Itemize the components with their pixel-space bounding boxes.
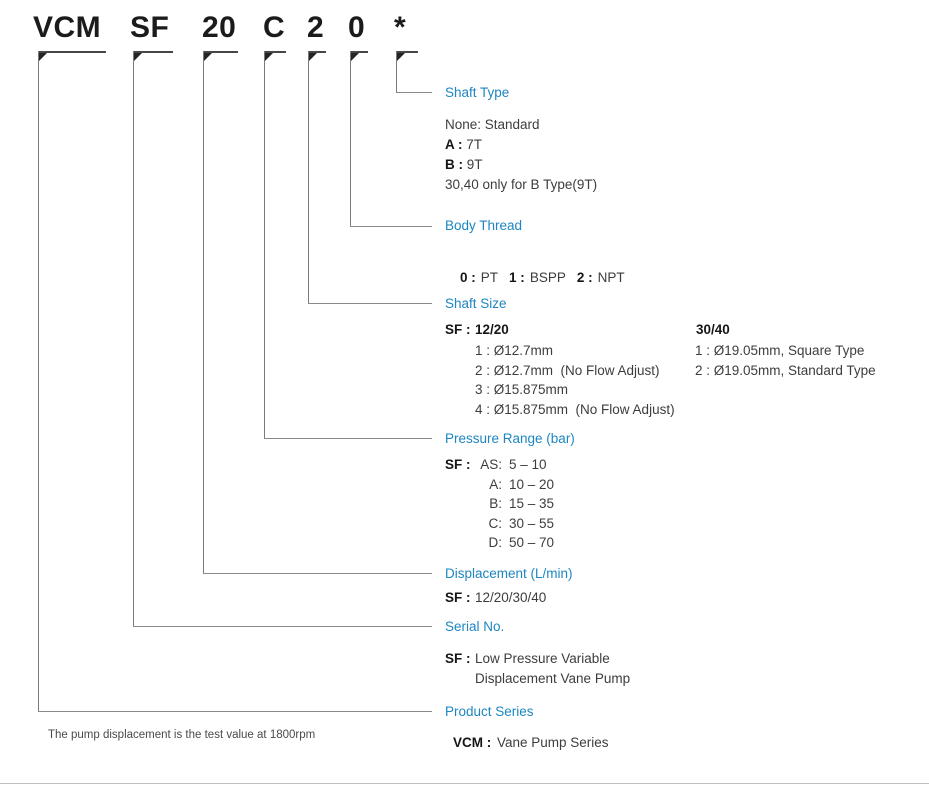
- displacement-series-key: SF :: [445, 590, 471, 605]
- option-key: 1 :: [509, 270, 525, 285]
- section-title-body-thread: Body Thread: [445, 218, 523, 233]
- shaft-type-note: 30,40 only for B Type(9T): [445, 177, 598, 192]
- body-thread-options: 0 : PT 1 : BSPP 2 : NPT: [445, 248, 636, 308]
- bracket-corner-asterisk: [396, 53, 405, 62]
- section-title-product-series: Product Series: [445, 704, 534, 719]
- option-key: 0 :: [460, 270, 476, 285]
- shaft-type-option-a: A : 7T: [445, 135, 597, 155]
- product-series-key: VCM :: [453, 735, 492, 750]
- footnote: The pump displacement is the test value …: [48, 729, 316, 741]
- option-value: 9T: [466, 157, 483, 172]
- bracket-corner-0: [350, 53, 359, 62]
- code-segment-20: 20: [202, 11, 237, 44]
- grade-code: B:: [489, 496, 502, 512]
- displacement-value: 12/20/30/40: [475, 590, 547, 605]
- shaft-type-options: None: Standard A : 7T B : 9T 30,40 only …: [445, 115, 597, 195]
- serial-description: Low Pressure Variable Displacement Vane …: [475, 649, 630, 689]
- code-segment-sf: SF: [130, 11, 170, 44]
- shaft-type-option-b: B : 9T: [445, 155, 597, 175]
- code-segment-0: 0: [348, 11, 366, 44]
- option-key: A :: [445, 137, 463, 152]
- bracket-corner-c: [264, 53, 273, 62]
- body-thread-option-1: 1 : BSPP: [509, 270, 566, 285]
- code-segment-2: 2: [307, 11, 325, 44]
- bracket-hline-0: [350, 226, 432, 227]
- bracket-corner-2: [308, 53, 317, 62]
- shaft-size-item: 1 : Ø19.05mm, Square Type: [695, 343, 865, 358]
- bottom-rule: [0, 783, 929, 784]
- shaft-size-group1-name: 12/20: [475, 322, 509, 337]
- option-key: 2 :: [576, 270, 593, 285]
- bracket-corner-sf: [133, 53, 142, 62]
- bracket-underline-20: [203, 51, 238, 53]
- bracket-vline-0: [350, 51, 351, 226]
- pressure-grade-row: D: 50 – 70: [475, 533, 555, 553]
- bracket-corner-20: [203, 53, 212, 62]
- section-title-shaft-type: Shaft Type: [445, 85, 510, 100]
- bracket-vline-2: [308, 51, 309, 303]
- pressure-series-key: SF :: [445, 457, 471, 472]
- shaft-size-series-key: SF :: [445, 322, 471, 337]
- bracket-underline-asterisk: [396, 51, 418, 53]
- body-thread-option-2: 2 : NPT: [577, 270, 625, 285]
- shaft-type-none: None: Standard: [445, 117, 540, 132]
- shaft-size-item: 2 : Ø12.7mm (No Flow Adjust): [475, 362, 660, 378]
- bracket-hline-2: [308, 303, 432, 304]
- option-key: B :: [445, 157, 463, 172]
- pressure-grade-list: AS:5 – 10 A:10 – 20 B:15 – 35 C:30 – 55 …: [475, 455, 554, 553]
- grade-code: A:: [489, 476, 502, 492]
- pressure-grade-row: AS: 5 – 10: [475, 455, 554, 475]
- bracket-vline-sf: [133, 51, 134, 626]
- serial-description-line1: Low Pressure Variable: [475, 651, 610, 666]
- bracket-vline-20: [203, 51, 204, 573]
- grade-code: D:: [488, 535, 503, 551]
- section-title-serial-no: Serial No.: [445, 619, 505, 634]
- bracket-underline-2: [308, 51, 326, 53]
- pressure-grade-row: B: 15 – 35: [475, 494, 554, 514]
- grade-range: 10 – 20: [509, 476, 555, 492]
- pressure-grade-row: A: 10 – 20: [475, 475, 554, 495]
- grade-range: 15 – 35: [509, 496, 555, 512]
- bracket-hline-c: [264, 438, 432, 439]
- shaft-size-group1-items: 1 : Ø12.7mm 2 : Ø12.7mm (No Flow Adjust)…: [475, 341, 675, 420]
- grade-code: C:: [488, 515, 503, 531]
- shaft-size-group2-name: 30/40: [696, 322, 730, 337]
- product-series-value: Vane Pump Series: [497, 735, 609, 750]
- shaft-size-group2-items: 1 : Ø19.05mm, Square Type 2 : Ø19.05mm, …: [695, 341, 876, 380]
- bracket-hline-vcm: [38, 711, 432, 712]
- bracket-underline-0: [350, 51, 368, 53]
- bracket-vline-vcm: [38, 51, 39, 711]
- grade-range: 50 – 70: [509, 535, 555, 551]
- grade-range: 5 – 10: [509, 457, 547, 472]
- code-segment-asterisk: *: [394, 11, 407, 44]
- section-title-shaft-size: Shaft Size: [445, 296, 507, 311]
- option-value: 7T: [466, 137, 483, 152]
- code-segment-vcm: VCM: [33, 11, 102, 44]
- bracket-underline-vcm: [38, 51, 106, 53]
- bracket-hline-sf: [133, 626, 432, 627]
- section-title-displacement: Displacement (L/min): [445, 566, 573, 581]
- pressure-grade-row: C: 30 – 55: [475, 514, 555, 534]
- option-value: BSPP: [529, 270, 566, 285]
- grade-code: AS:: [480, 457, 502, 472]
- shaft-size-item: 2 : Ø19.05mm, Standard Type: [695, 362, 876, 378]
- bracket-vline-asterisk: [396, 51, 397, 92]
- option-value: NPT: [597, 270, 625, 285]
- bracket-hline-20: [203, 573, 432, 574]
- shaft-size-item: 1 : Ø12.7mm: [475, 343, 554, 358]
- option-value: PT: [480, 270, 499, 285]
- body-thread-option-0: 0 : PT: [460, 270, 498, 285]
- grade-range: 30 – 55: [509, 515, 555, 531]
- bracket-hline-asterisk: [396, 92, 432, 93]
- code-segment-c: C: [263, 11, 286, 44]
- bracket-vline-c: [264, 51, 265, 438]
- bracket-underline-sf: [133, 51, 173, 53]
- serial-description-line2: Displacement Vane Pump: [475, 671, 631, 686]
- bracket-corner-vcm: [38, 53, 47, 62]
- serial-series-key: SF :: [445, 651, 471, 666]
- section-title-pressure-range: Pressure Range (bar): [445, 431, 575, 446]
- bracket-underline-c: [264, 51, 286, 53]
- shaft-size-item: 3 : Ø15.875mm: [475, 382, 569, 398]
- shaft-size-item: 4 : Ø15.875mm (No Flow Adjust): [475, 402, 675, 418]
